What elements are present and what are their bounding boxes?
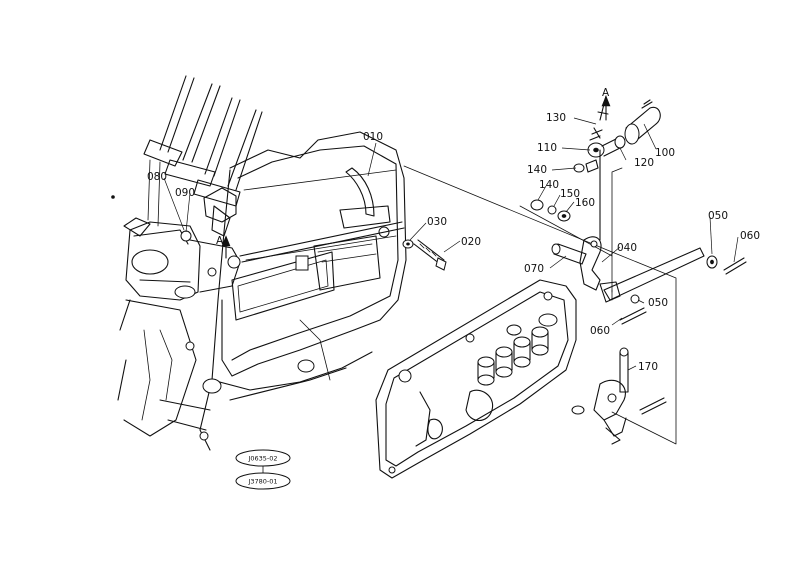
rail-bosses: [477, 313, 558, 386]
part-labels: 010 020 030 040 050 050 060 060 070 080 …: [147, 112, 760, 373]
lever-column: [143, 75, 263, 227]
bolt-020: [413, 239, 447, 271]
drawing-code-2-text: J3780-01: [247, 478, 277, 486]
label-070: 070: [524, 263, 544, 275]
shift-fork-010: [239, 167, 405, 291]
arrow-a-left: [221, 235, 231, 259]
drawing-code-1: J0635-02: [235, 449, 291, 467]
stray-dot: [111, 195, 115, 199]
rod-end-assembly: [530, 95, 661, 241]
label-170: 170: [638, 361, 658, 373]
label-100: 100: [655, 147, 675, 159]
lever-040: [599, 247, 705, 303]
arrow-a-top: [601, 95, 611, 121]
assembly-bracket-lines: [611, 251, 677, 445]
marker-a-top: A: [602, 87, 610, 99]
label-140b: 140: [539, 179, 559, 191]
label-120: 120: [634, 157, 654, 169]
label-010: 010: [363, 131, 383, 143]
label-160: 160: [575, 197, 595, 209]
label-020: 020: [461, 236, 481, 248]
label-090: 090: [175, 187, 195, 199]
washer-030: [402, 239, 414, 249]
reference-marker-labels: A A: [216, 87, 610, 247]
pin-060-right: [723, 257, 747, 275]
label-050-lower: 050: [648, 297, 668, 309]
label-080: 080: [147, 171, 167, 183]
leader-lines: [163, 117, 739, 371]
label-140a: 140: [527, 164, 547, 176]
label-060-right: 060: [740, 230, 760, 242]
marker-a-left: A: [216, 235, 224, 247]
alignment-line-2: [519, 205, 613, 257]
control-cover-plate: [375, 279, 585, 479]
transmission-case: [159, 131, 407, 451]
lever-170: [593, 347, 667, 445]
drawing-code-1-text: J0635-02: [247, 455, 277, 463]
housing-left: [117, 187, 241, 437]
label-030: 030: [427, 216, 447, 228]
drawing-code-2: J3780-01: [235, 472, 291, 490]
label-110: 110: [537, 142, 557, 154]
label-040: 040: [617, 242, 637, 254]
assembly-vertical-line: [611, 167, 623, 253]
label-130: 130: [546, 112, 566, 124]
pin-060-lower: [619, 307, 647, 325]
label-150: 150: [560, 188, 580, 200]
washer-050-right: [706, 255, 718, 269]
alignment-line: [403, 165, 613, 253]
label-050-right: 050: [708, 210, 728, 222]
washer-050-lower: [630, 294, 640, 304]
label-060-lower: 060: [590, 325, 610, 337]
shaft-070: [551, 236, 602, 291]
